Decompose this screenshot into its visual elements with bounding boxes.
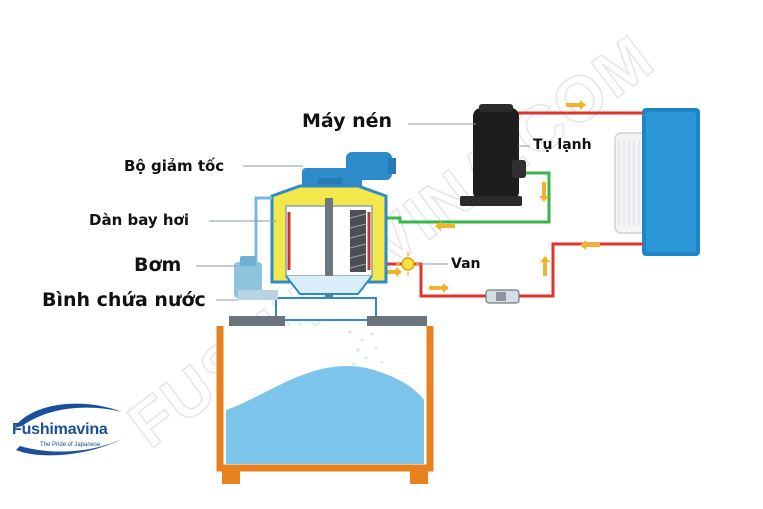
expansion-valve <box>396 252 420 276</box>
label-reducer: Bộ giảm tốc <box>124 157 225 175</box>
condenser <box>614 108 700 256</box>
pump <box>234 256 278 300</box>
compressor <box>460 104 526 206</box>
evaporator-assembly <box>254 152 396 321</box>
ice-storage-bin <box>216 316 434 484</box>
label-condenser: Tụ lạnh <box>533 137 592 153</box>
leader-lines <box>196 123 530 301</box>
label-valve: Van <box>451 256 481 272</box>
flow-arrows <box>382 100 600 293</box>
label-water-tank: Bình chứa nước <box>42 289 206 311</box>
logo-brand-name: Fushimavina <box>12 421 108 438</box>
label-evaporator: Dàn bay hơi <box>89 211 189 229</box>
cold-refrigerant-line <box>372 171 551 224</box>
label-compressor: Máy nén <box>302 110 393 132</box>
logo-tagline: The Pride of Japanese <box>40 442 101 448</box>
label-pump: Bơm <box>134 254 182 276</box>
brand-logo: Fushimavina The Pride of Japanese <box>10 398 130 460</box>
logo-swoosh-icon <box>14 403 124 456</box>
filter-drier <box>485 289 520 304</box>
